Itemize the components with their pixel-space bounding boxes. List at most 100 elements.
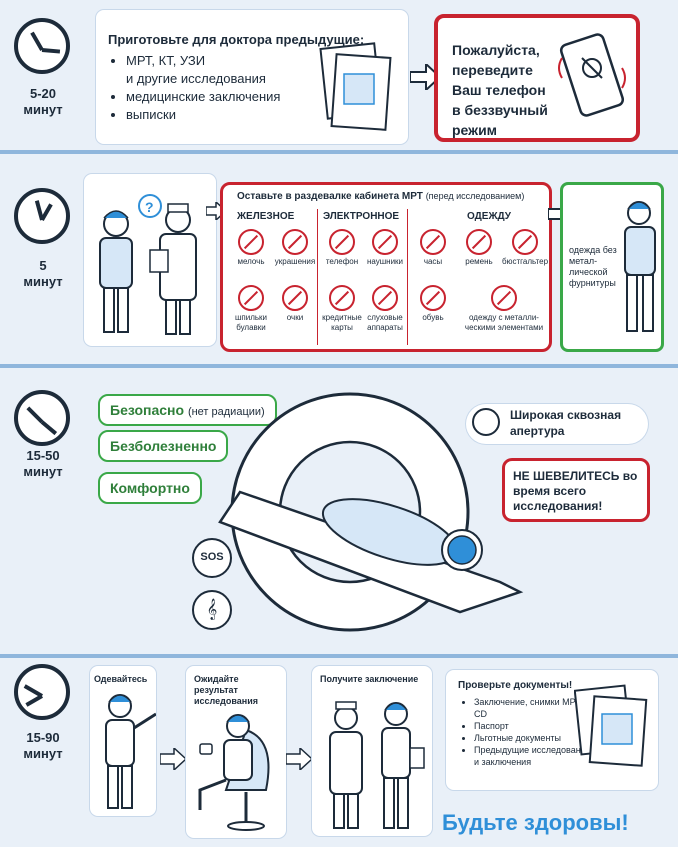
item-jewelry: украшения bbox=[273, 229, 317, 267]
step-3-time: 15-50 минут bbox=[23, 448, 63, 479]
coins-icon bbox=[238, 229, 264, 255]
item-watch: часы bbox=[413, 229, 453, 267]
clock-icon bbox=[14, 188, 70, 244]
dressing-person-illustration bbox=[105, 694, 156, 809]
arrow-right-icon bbox=[160, 748, 186, 770]
dont-move-warning: НЕ ШЕВЕЛИТЕСЬ во время всего исследовани… bbox=[502, 458, 650, 522]
arrow-right-icon bbox=[286, 748, 312, 770]
divider bbox=[407, 209, 408, 345]
benefit-safe-note: (нет радиации) bbox=[187, 406, 265, 418]
item-label: часы bbox=[423, 257, 443, 266]
list-item: Льготные документы bbox=[474, 732, 592, 744]
music-icon: 𝄞 bbox=[192, 590, 232, 630]
item-headphones: наушники bbox=[363, 229, 407, 267]
bra-icon bbox=[512, 229, 538, 255]
item-label: мелочь bbox=[237, 257, 265, 266]
benefit-safe: Безопасно (нет радиации) bbox=[98, 394, 277, 426]
glasses-icon bbox=[282, 285, 308, 311]
wait-card: Ожидайте результат исследования bbox=[186, 666, 286, 838]
list-item: Предыдущие исследования и заключения bbox=[474, 744, 592, 768]
item-label: обувь bbox=[422, 313, 444, 322]
pin-icon bbox=[238, 285, 264, 311]
check-documents-title: Проверьте документы! bbox=[458, 680, 573, 691]
item-label: ремень bbox=[465, 257, 493, 266]
category-clothes: ОДЕЖДУ bbox=[467, 211, 511, 222]
list-item: МРТ, КТ, УЗИ и другие исследования bbox=[126, 52, 326, 88]
ring-icon bbox=[282, 229, 308, 255]
silent-phone-text: Пожалуйста, переведите Ваш телефон в без… bbox=[452, 42, 548, 138]
arrow-right-icon bbox=[410, 64, 440, 90]
leave-items-card: Оставьте в раздевалке кабинета МРТ (пере… bbox=[220, 182, 552, 352]
step-1: 5-20 минут Приготовьте для доктора преды… bbox=[0, 0, 678, 150]
step-1-time: 5-20 минут bbox=[23, 86, 63, 117]
receive-card: Получите заключение bbox=[312, 666, 432, 836]
item-label: очки bbox=[286, 313, 304, 322]
aperture-callout: Широкая сквозная апертура bbox=[466, 404, 648, 444]
aperture-text: Широкая сквозная апертура bbox=[510, 408, 622, 438]
documents-heading: Приготовьте для доктора предыдущие: bbox=[108, 32, 365, 47]
list-item: Заключение, снимки МРТ, CD bbox=[474, 696, 592, 720]
jeans-icon bbox=[491, 285, 517, 311]
divider bbox=[0, 654, 678, 658]
item-label: шпильки булавки bbox=[234, 313, 268, 332]
check-documents-card: Проверьте документы! Заключение, снимки … bbox=[446, 670, 658, 790]
benefit-safe-text: Безопасно bbox=[110, 402, 185, 418]
item-label: наушники bbox=[366, 257, 404, 266]
item-bra: бюстгальтер bbox=[501, 229, 549, 267]
item-metal-clothes: одежду с металли- ческими элементами bbox=[457, 285, 551, 333]
svg-text:?: ? bbox=[145, 199, 154, 215]
divider bbox=[0, 150, 678, 154]
divider bbox=[0, 364, 678, 368]
phone-icon bbox=[329, 229, 355, 255]
dress-card: Одевайтесь bbox=[90, 666, 156, 816]
check-documents-list: Заключение, снимки МРТ, CD Паспорт Льгот… bbox=[458, 696, 592, 768]
leave-items-title-text: Оставьте в раздевалке кабинета МРТ bbox=[237, 191, 423, 202]
category-iron: ЖЕЛЕЗНОЕ bbox=[237, 211, 295, 222]
clock-icon bbox=[14, 390, 70, 446]
receive-title: Получите заключение bbox=[320, 674, 419, 684]
headphones-icon bbox=[372, 229, 398, 255]
dont-move-text: НЕ ШЕВЕЛИТЕСЬ во время всего исследовани… bbox=[513, 469, 638, 513]
clock-icon bbox=[14, 18, 70, 74]
item-cards: кредитные карты bbox=[319, 285, 365, 333]
item-label: кредитные карты bbox=[322, 313, 362, 332]
benefit-painless: Безболезненно bbox=[98, 430, 229, 462]
list-item: медицинские заключения bbox=[126, 88, 326, 106]
documents-card: Приготовьте для доктора предыдущие: МРТ,… bbox=[96, 10, 408, 144]
item-belt: ремень bbox=[459, 229, 499, 267]
step-2: 5 минут ? Оставьте в раздевалке кабинета… bbox=[0, 160, 678, 360]
dress-title: Одевайтесь bbox=[94, 674, 148, 684]
category-electronic: ЭЛЕКТРОННОЕ bbox=[323, 211, 400, 222]
step-2-time: 5 минут bbox=[23, 258, 63, 289]
allowed-clothes-card: одежда без метал-лической фурнитуры bbox=[560, 182, 664, 352]
aperture-icon bbox=[472, 408, 500, 436]
waiting-person-illustration bbox=[198, 714, 270, 831]
clock-icon bbox=[14, 664, 70, 720]
item-pins: шпильки булавки bbox=[231, 285, 271, 333]
mri-scanner-illustration bbox=[218, 392, 524, 632]
wait-title: Ожидайте результат исследования bbox=[194, 674, 258, 706]
leave-items-title-note: (перед исследованием) bbox=[425, 191, 525, 201]
doctor-patient-illustration bbox=[329, 701, 425, 829]
belt-icon bbox=[466, 229, 492, 255]
item-phone: телефон bbox=[321, 229, 363, 267]
item-coins: мелочь bbox=[231, 229, 271, 267]
farewell-text: Будьте здоровы! bbox=[442, 810, 629, 835]
phone-icon bbox=[558, 33, 626, 117]
silent-phone-card: Пожалуйста, переведите Ваш телефон в без… bbox=[434, 14, 640, 142]
sos-button: SOS bbox=[192, 538, 232, 578]
patient-doctor-illustration: ? bbox=[99, 194, 197, 335]
item-label: одежду с металли- ческими элементами bbox=[464, 313, 544, 332]
item-label: слуховые аппараты bbox=[367, 313, 403, 332]
person-illustration bbox=[624, 201, 656, 332]
item-label: бюстгальтер bbox=[501, 257, 549, 266]
item-shoes: обувь bbox=[413, 285, 453, 323]
benefit-comfortable: Комфортно bbox=[98, 472, 202, 504]
shoe-icon bbox=[420, 285, 446, 311]
watch-icon bbox=[420, 229, 446, 255]
documents-icon bbox=[574, 684, 648, 767]
credit-card-icon bbox=[329, 285, 355, 311]
step-4: 15-90 минут Одевайтесь Ожидайте результа… bbox=[0, 660, 678, 847]
item-label: телефон bbox=[325, 257, 359, 266]
divider bbox=[317, 209, 318, 345]
